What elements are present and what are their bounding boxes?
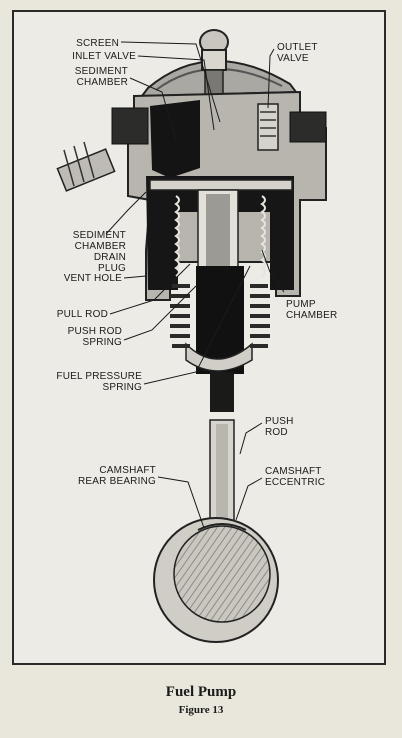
central-rod-assembly xyxy=(185,189,253,374)
figure-caption-title: Fuel Pump xyxy=(165,684,237,700)
camshaft xyxy=(153,517,279,643)
bellows-springs xyxy=(170,284,270,348)
drain-plug xyxy=(56,141,116,192)
label-pump-chamber: PUMP CHAMBER xyxy=(286,299,338,321)
label-screen: SCREEN xyxy=(76,38,119,49)
label-camshaft-eccentric: CAMSHAFT ECCENTRIC xyxy=(265,466,326,488)
label-inlet-valve: INLET VALVE xyxy=(72,51,136,62)
label-pull-rod: PULL ROD xyxy=(56,309,108,320)
label-outlet-valve: OUTLET VALVE xyxy=(277,42,318,64)
leader-lines xyxy=(105,41,285,529)
label-push-rod-spring: PUSH ROD SPRING xyxy=(67,326,122,348)
label-sediment-chamber: SEDIMENT CHAMBER xyxy=(74,66,128,88)
label-fuel-pressure-spring: FUEL PRESSURE SPRING xyxy=(56,371,142,393)
label-camshaft-rear-bearing: CAMSHAFT REAR BEARING xyxy=(78,465,156,487)
fuel-pump-diagram xyxy=(56,29,327,643)
label-sediment-chamber-drain-plug: SEDIMENT CHAMBER DRAIN PLUG xyxy=(72,230,126,274)
label-push-rod: PUSH ROD xyxy=(265,416,294,438)
push-rod xyxy=(209,372,235,529)
label-vent-hole: VENT HOLE xyxy=(63,273,122,284)
figure-caption-number: Figure 13 xyxy=(178,704,224,716)
